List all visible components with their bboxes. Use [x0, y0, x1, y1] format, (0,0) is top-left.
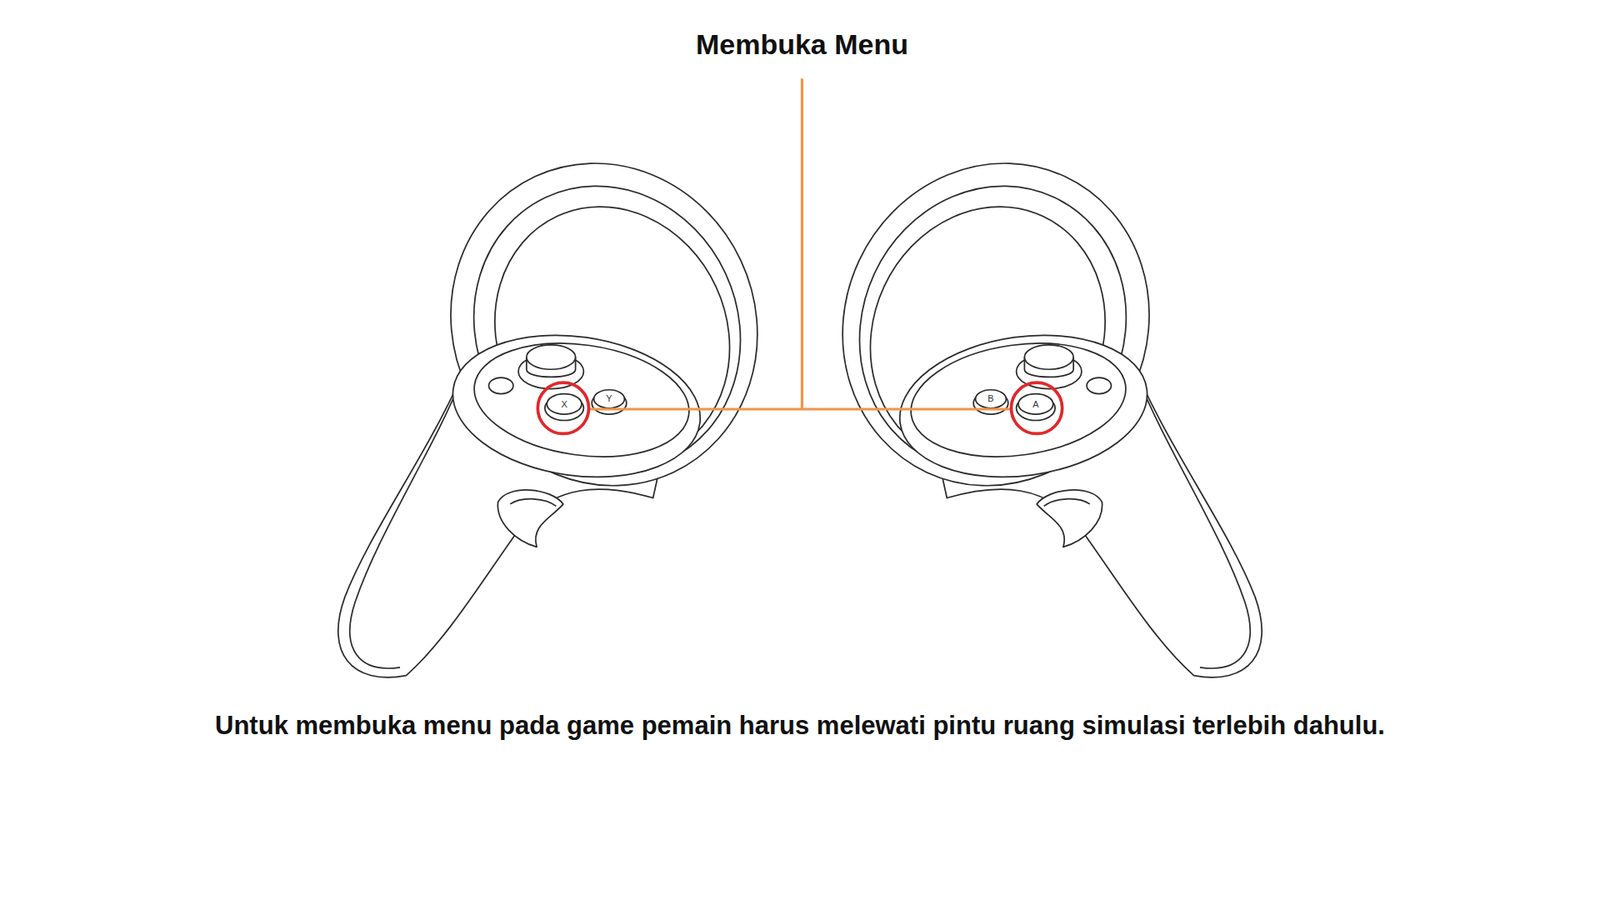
highlight-circle: [537, 382, 1062, 434]
button-letter: A: [1031, 399, 1040, 409]
diagram-title: Membuka Menu: [695, 28, 909, 61]
button-letter: X: [560, 399, 568, 409]
button-letter: Y: [605, 393, 613, 403]
right-controller: [790, 112, 1262, 678]
leader-line: [590, 78, 1010, 410]
button-letter: B: [986, 393, 995, 403]
diagram-caption: Untuk membuka menu pada game pemain haru…: [33, 710, 1567, 741]
left-controller: [338, 112, 810, 678]
